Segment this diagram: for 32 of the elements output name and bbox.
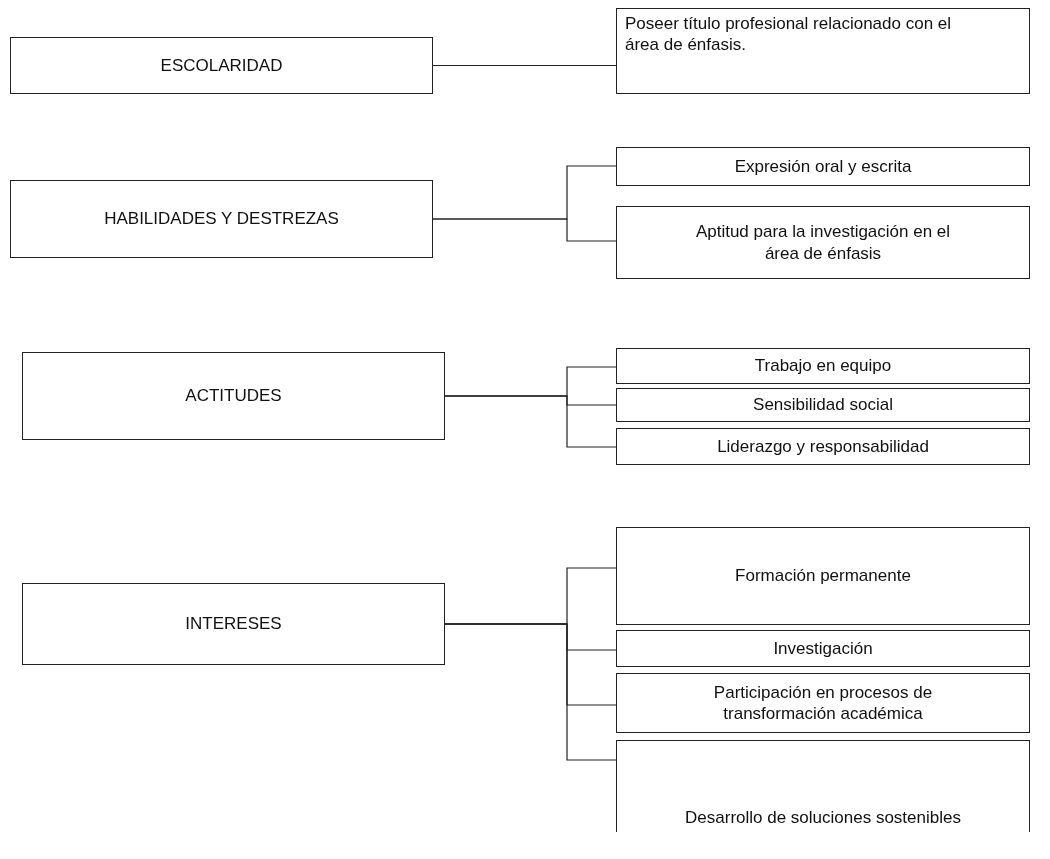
node-label: ESCOLARIDAD	[160, 54, 283, 77]
node-label: Aptitud para la investigación en el área de énfasis	[694, 221, 952, 264]
text-box	[616, 388, 1030, 422]
node-label: Sensibilidad social	[753, 394, 893, 416]
node-label: Poseer título profesional relacionado con el área de énfasis.	[625, 13, 953, 56]
connector-line	[432, 218, 617, 242]
text-box	[616, 147, 1030, 186]
node-label: Participación en procesos de transformación académica	[712, 681, 934, 725]
text-box	[616, 740, 1030, 832]
node-label: Formación permanente	[735, 565, 911, 587]
node-label: Trabajo en equipo	[754, 355, 892, 377]
connector-line	[432, 64, 617, 67]
text-box	[616, 348, 1030, 384]
text-box	[22, 583, 445, 665]
text-box	[616, 527, 1030, 625]
node-label: HABILIDADES Y DESTREZAS	[104, 208, 339, 230]
node-label: Investigación	[773, 637, 873, 660]
text-box	[10, 37, 433, 94]
node-label: Desarrollo de soluciones sostenibles	[685, 806, 961, 828]
text-box	[616, 630, 1030, 667]
node-label: INTERESES	[185, 613, 282, 635]
connector-line	[444, 623, 617, 761]
node-label: Liderazgo y responsabilidad	[717, 435, 929, 458]
text-box	[616, 673, 1030, 733]
node-label: ACTITUDES	[185, 385, 282, 407]
text-box	[616, 428, 1030, 465]
node-label: Expresión oral y escrita	[734, 155, 912, 178]
connector-line	[444, 395, 617, 448]
text-box	[616, 8, 1030, 94]
text-box	[22, 352, 445, 440]
text-box	[616, 206, 1030, 279]
text-box	[10, 180, 433, 258]
